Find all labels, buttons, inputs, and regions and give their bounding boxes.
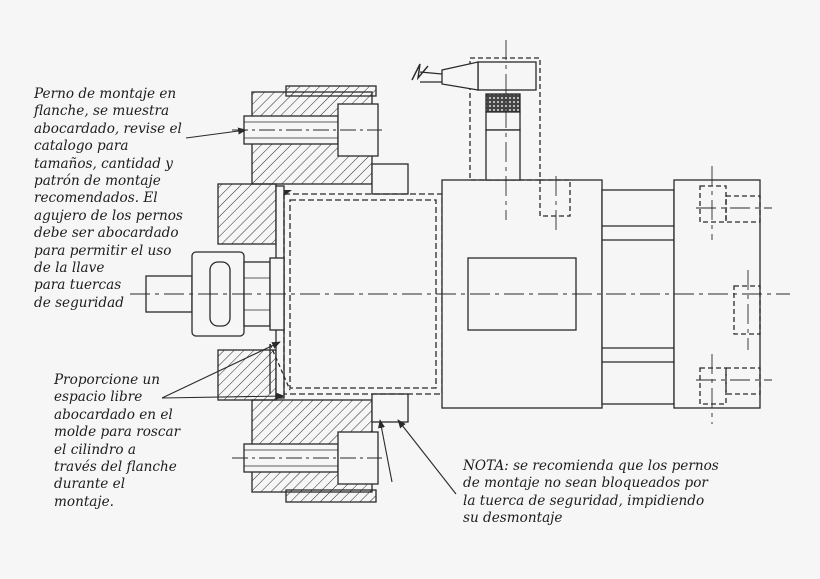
proximity-sensor-icon <box>419 57 541 181</box>
note-line: Proporcione un <box>54 372 160 388</box>
note-line: para tuercas <box>34 277 122 294</box>
note-line: durante el <box>54 476 126 493</box>
note-line: abocardado en el <box>54 406 173 423</box>
note-line: su desmontaje <box>463 510 563 527</box>
note-line: molde para roscar <box>54 424 181 441</box>
note-mounting-bolt: Perno de montaje en flanche, se muestra … <box>34 86 183 312</box>
note-line: abocardado, revise el <box>34 120 182 137</box>
note-clearance-space: Proporcione un espacio libre abocardado … <box>54 372 180 511</box>
note-line: la tuerca de seguridad, impidiendo <box>463 492 705 509</box>
piston-rod-end <box>145 251 285 337</box>
note-line: catalogo para <box>34 138 129 155</box>
note-line: patrón de montaje <box>34 173 161 190</box>
note-line: recomendados. El <box>34 190 158 207</box>
mold-hatch-upper-inner <box>217 183 277 245</box>
note-line: de seguridad <box>34 294 124 311</box>
mounting-bolt-upper <box>232 103 382 157</box>
note-line: espacio libre <box>54 389 143 406</box>
note-line: montaje. <box>54 493 114 510</box>
rear-cap-details <box>539 179 761 405</box>
flange <box>275 163 409 423</box>
note-lock-nut: NOTA: se recomienda que los pernos de mo… <box>463 458 719 528</box>
note-line: el cilindro a <box>54 441 136 458</box>
note-line: para permitir el uso <box>34 242 172 259</box>
note-line: Perno de montaje en <box>34 86 177 102</box>
note-line: de montaje no sean bloqueados por <box>463 475 708 492</box>
note-line: NOTA: se recomienda que los pernos <box>463 458 719 474</box>
leader-arrows <box>161 127 457 495</box>
mold-hatch-lower-inner <box>217 349 277 401</box>
note-line: agujero de los pernos <box>34 207 183 224</box>
note-line: flanche, se muestra <box>34 103 170 120</box>
note-line: tamaños, cantidad y <box>34 155 173 172</box>
break-mark-icon <box>411 63 429 81</box>
center-lines <box>130 40 790 424</box>
note-line: de la llave <box>34 260 105 277</box>
note-line: debe ser abocardado <box>34 225 179 242</box>
note-line: través del flanche <box>54 459 177 476</box>
mounting-bolt-lower <box>232 431 382 485</box>
